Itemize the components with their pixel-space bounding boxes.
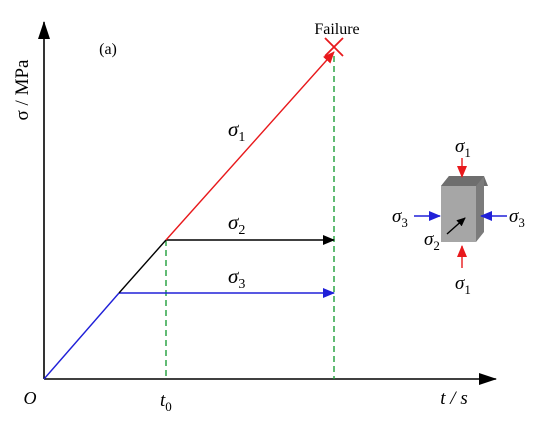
x-mark-icon [324,37,344,57]
sigma2-label: σ2 [228,210,245,238]
block-front-face [441,186,476,242]
failure-label: Failure [314,21,359,38]
specimen-block [441,176,488,242]
specimen-sigma1-bottom-label: σ1 [455,273,471,297]
specimen-sigma1-top-label: σ1 [455,136,471,160]
y-axis-label: σ / MPa [12,59,33,120]
x-axis-label: t / s [440,388,467,409]
sigma3-label: σ3 [228,264,245,292]
specimen-sigma3-right-label: σ3 [509,206,525,230]
sigma1-path-arrow [165,51,335,241]
specimen-sigma3-left-label: σ3 [392,206,408,230]
hydrostatic-path-blue [43,292,120,380]
block-side-face [476,176,484,242]
sigma1-label: σ1 [228,117,245,145]
specimen-sigma2-arrow [446,217,466,235]
specimen-sigma2-label: σ2 [424,229,440,253]
intermediate-path-black [118,239,167,294]
origin-label: O [24,388,37,408]
panel-label: (a) [99,41,117,58]
svg-text:σ / MPa: σ / MPa [12,59,33,120]
t0-label: t0 [160,390,172,414]
